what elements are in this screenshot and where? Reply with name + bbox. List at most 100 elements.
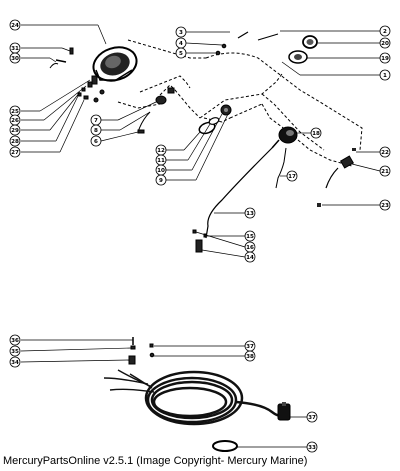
callout-number: 4 <box>179 41 183 47</box>
callout-12: 12 <box>155 144 167 156</box>
callout-circle <box>90 124 102 136</box>
callout-circle <box>310 127 322 139</box>
callout-circle <box>244 230 256 242</box>
retaining-clip-part <box>212 440 238 452</box>
callout-16: 16 <box>244 241 256 253</box>
callout-number: 24 <box>11 23 19 29</box>
sensor-part <box>317 148 356 207</box>
callout-number: 31 <box>11 46 19 52</box>
callout-13: 13 <box>244 207 256 219</box>
callout-circle <box>286 170 298 182</box>
callout-number: 34 <box>11 360 19 366</box>
callout-24: 24 <box>9 19 21 31</box>
callout-10: 10 <box>155 164 167 176</box>
callout-number: 29 <box>11 128 19 134</box>
callout-27: 27 <box>9 146 21 158</box>
callout-number: 15 <box>246 234 254 240</box>
callout-number: 30 <box>11 56 19 62</box>
callout-number: 2 <box>383 29 387 35</box>
callout-number: 37 <box>246 344 254 350</box>
callout-circle <box>379 25 391 37</box>
callout-circle <box>306 441 318 453</box>
callout-number: 3 <box>179 30 183 36</box>
callout-bubbles: 2434522019131302526292827786181211109222… <box>9 19 391 453</box>
callout-circle <box>306 411 318 423</box>
callout-number: 6 <box>94 139 98 145</box>
callout-number: 27 <box>11 150 19 156</box>
callout-19: 19 <box>379 52 391 64</box>
callout-circle <box>9 334 21 346</box>
callout-circle <box>9 146 21 158</box>
callout-number: 12 <box>157 148 165 154</box>
callout-30: 30 <box>9 52 21 64</box>
callout-circle <box>379 165 391 177</box>
callout-number: 16 <box>246 245 254 251</box>
callout-38: 38 <box>244 350 256 362</box>
bezel-ring-part <box>302 35 318 49</box>
callout-circle <box>379 199 391 211</box>
callout-36: 36 <box>9 334 21 346</box>
callout-number: 33 <box>308 445 316 451</box>
callout-circle <box>9 135 21 147</box>
callout-17: 17 <box>286 170 298 182</box>
callout-number: 18 <box>312 131 320 137</box>
gauge-body-part <box>271 126 298 189</box>
callout-number: 36 <box>11 338 19 344</box>
callout-circle <box>175 26 187 38</box>
callout-number: 25 <box>11 109 19 115</box>
callout-number: 38 <box>246 354 254 360</box>
callout-22: 22 <box>379 146 391 158</box>
callout-number: 19 <box>381 56 389 62</box>
callout-35: 35 <box>9 345 21 357</box>
callout-11: 11 <box>155 154 167 166</box>
callout-4: 4 <box>175 37 187 49</box>
callout-number: 17 <box>288 174 296 180</box>
callout-37: 37 <box>306 411 318 423</box>
callout-circle <box>9 345 21 357</box>
callout-number: 7 <box>94 118 98 124</box>
callout-5: 5 <box>175 47 187 59</box>
callout-number: 28 <box>11 139 19 145</box>
top-right-small-parts <box>215 31 279 56</box>
callout-number: 5 <box>179 51 183 57</box>
callout-circle <box>90 135 102 147</box>
callout-circle <box>9 19 21 31</box>
callout-circle <box>9 124 21 136</box>
callout-circle <box>244 350 256 362</box>
sender-cable-part <box>192 147 273 253</box>
callout-9: 9 <box>155 174 167 186</box>
callout-number: 9 <box>159 178 163 184</box>
callout-circle <box>379 52 391 64</box>
callout-2: 2 <box>379 25 391 37</box>
wiring-harness-part <box>103 369 284 426</box>
callout-31: 31 <box>9 42 21 54</box>
callout-number: 37 <box>308 415 316 421</box>
callout-number: 1 <box>383 73 387 79</box>
callout-34: 34 <box>9 356 21 368</box>
callout-23: 23 <box>379 199 391 211</box>
callout-number: 23 <box>381 203 389 209</box>
callout-number: 13 <box>246 211 254 217</box>
callout-leader-lines <box>20 24 381 448</box>
harness-plug-part <box>277 402 291 421</box>
callout-circle <box>9 356 21 368</box>
image-copyright-caption: MercuryPartsOnline v2.5.1 (Image Copyrig… <box>3 455 308 467</box>
callout-21: 21 <box>379 165 391 177</box>
callout-circle <box>9 52 21 64</box>
callout-14: 14 <box>244 251 256 263</box>
callout-25: 25 <box>9 105 21 117</box>
callout-1: 1 <box>379 69 391 81</box>
callout-circle <box>155 174 167 186</box>
gauge-lens-parts <box>198 104 232 135</box>
callout-7: 7 <box>90 114 102 126</box>
callout-number: 35 <box>11 349 19 355</box>
callout-6: 6 <box>90 135 102 147</box>
callout-circle <box>379 146 391 158</box>
callout-26: 26 <box>9 114 21 126</box>
callout-3: 3 <box>175 26 187 38</box>
callout-circle <box>379 69 391 81</box>
callout-circle <box>244 251 256 263</box>
callout-number: 11 <box>157 158 165 164</box>
callout-15: 15 <box>244 230 256 242</box>
